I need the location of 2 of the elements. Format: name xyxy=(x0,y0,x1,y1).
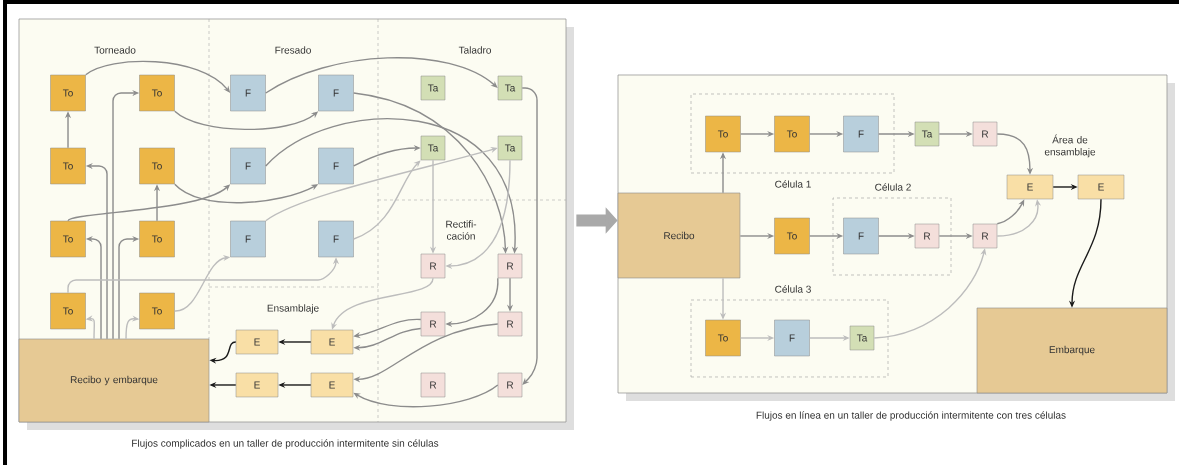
panel-label: Flujos complicados en un taller de producción intermitente sin células xyxy=(132,439,439,449)
panel-label: Flujos en línea en un taller de producción intermitente con tres células xyxy=(756,411,1066,421)
